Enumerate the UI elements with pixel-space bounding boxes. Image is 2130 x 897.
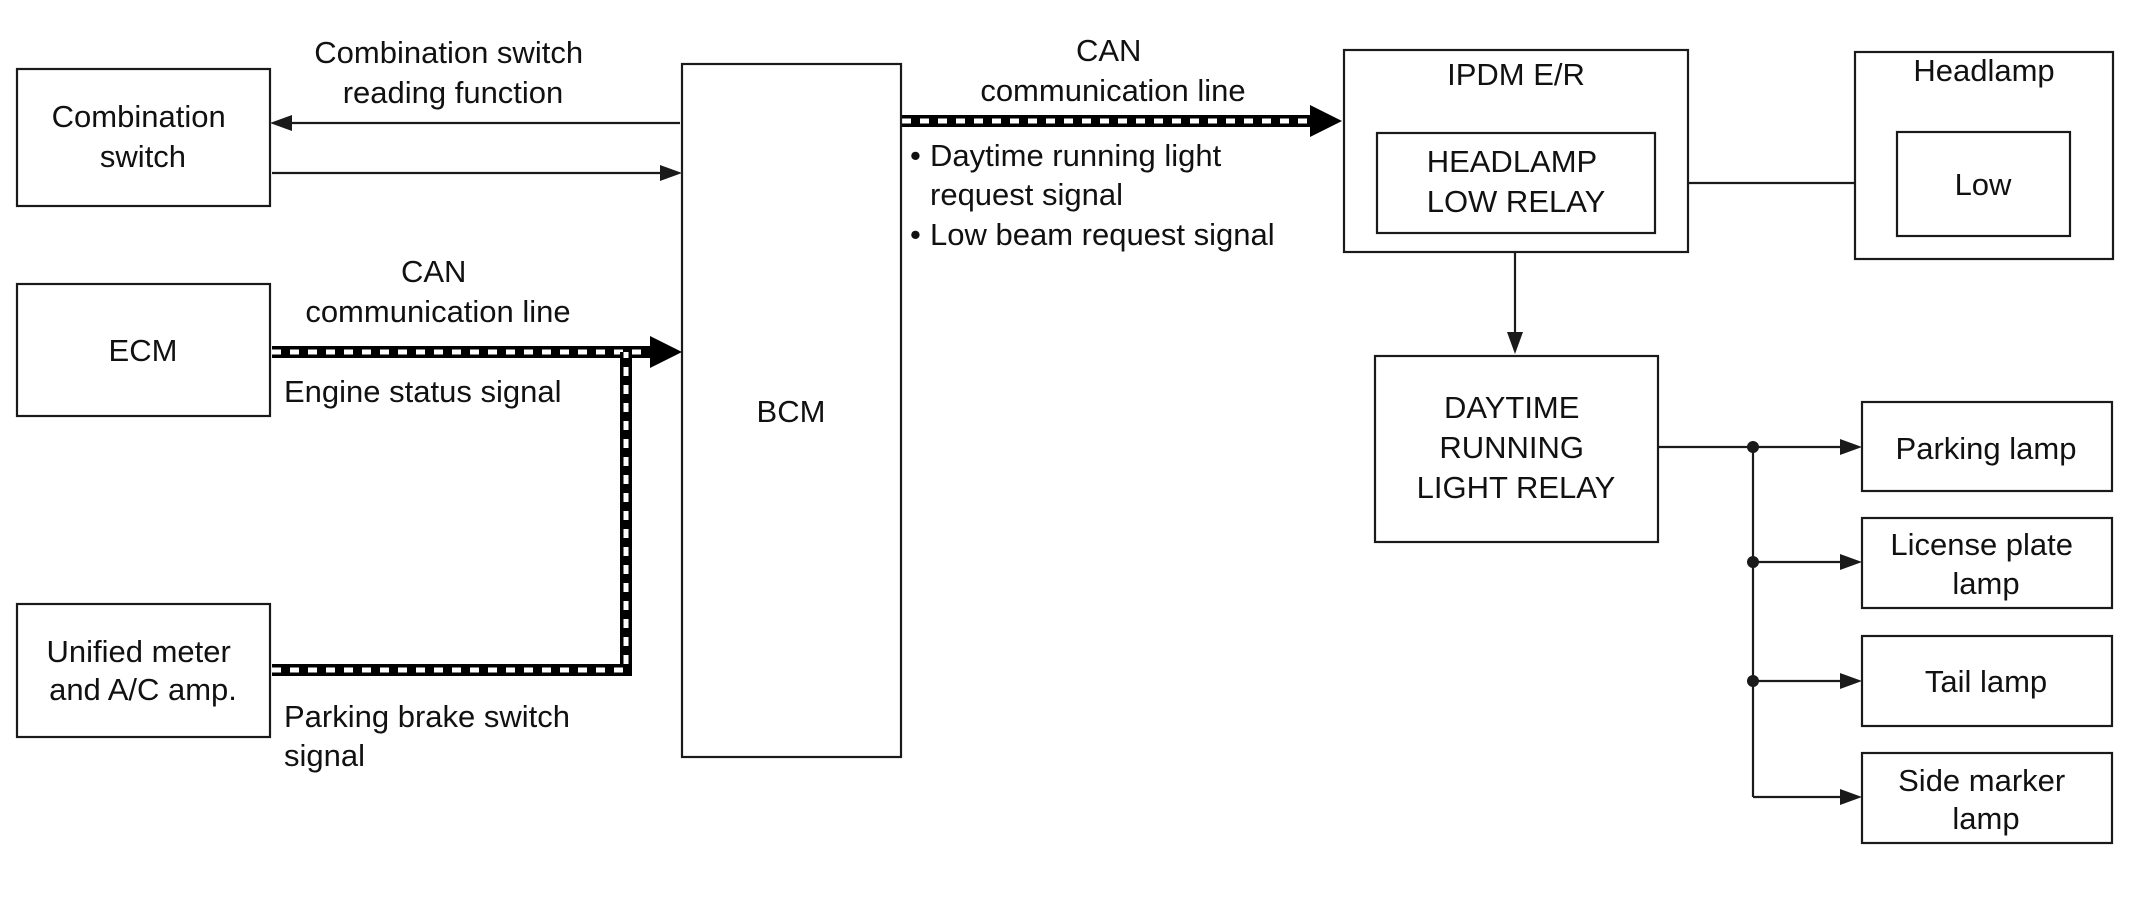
bcm-box xyxy=(680,62,903,759)
can-signal-bullet: • xyxy=(910,217,921,252)
combination-switch-box xyxy=(15,67,272,208)
can-arrow-to-bcm xyxy=(650,336,682,368)
parking-lamp-label: Parking lamp xyxy=(1896,431,2077,466)
headlamp-low-label: Low xyxy=(1955,167,2012,202)
license-plate-lamp-label: License plate lamp xyxy=(1890,527,2081,601)
headlamp-low-relay-box xyxy=(1375,131,1657,235)
arrow-to-tail-lamp xyxy=(1840,673,1862,689)
can-signal-bullet: • xyxy=(910,138,921,173)
parking-brake-switch-signal-label: Parking brake switch signal xyxy=(284,699,579,773)
ipdm-label: IPDM E/R xyxy=(1447,57,1585,92)
can-arrow-to-ipdm xyxy=(1310,105,1342,137)
side-marker-lamp-box xyxy=(1860,751,2114,845)
arrow-to-combination-switch xyxy=(270,115,292,131)
arrow-to-license-plate-lamp xyxy=(1840,554,1862,570)
daytime-running-light-request-signal-label: Daytime running light request signal xyxy=(930,138,1230,212)
arrow-to-bcm-from-switch xyxy=(660,165,682,181)
arrow-to-side-marker-lamp xyxy=(1840,789,1862,805)
unified-meter-box xyxy=(15,602,272,739)
ecm-box xyxy=(15,282,272,418)
ecm-label: ECM xyxy=(109,333,178,368)
parking-lamp-box xyxy=(1860,400,2114,493)
tail-lamp-label: Tail lamp xyxy=(1925,664,2047,699)
tail-lamp-box xyxy=(1860,634,2114,728)
headlamp-low-relay-label: HEADLAMP LOW RELAY xyxy=(1427,144,1606,219)
combination-switch-reading-label: Combination switch reading function xyxy=(314,35,591,110)
headlamp-low-box xyxy=(1895,130,2072,238)
headlamp-label: Headlamp xyxy=(1913,53,2054,88)
side-marker-lamp-label: Side marker lamp xyxy=(1898,763,2074,836)
can-line-left-label: CAN communication line xyxy=(305,254,570,329)
unified-meter-label: Unified meter and A/C amp. xyxy=(47,634,240,707)
engine-status-signal-label: Engine status signal xyxy=(284,374,561,409)
license-plate-lamp-box xyxy=(1860,516,2114,610)
low-beam-request-signal-label: Low beam request signal xyxy=(930,217,1275,252)
arrow-to-drl-relay xyxy=(1507,332,1523,354)
combination-switch-label: Combination switch xyxy=(52,99,235,174)
drl-relay-box xyxy=(1373,354,1660,544)
arrow-to-parking-lamp xyxy=(1840,439,1862,455)
bcm-label: BCM xyxy=(757,394,826,429)
can-line-top-label: CAN communication line xyxy=(980,33,1245,108)
drl-relay-label: DAYTIME RUNNING LIGHT RELAY xyxy=(1417,390,1616,505)
